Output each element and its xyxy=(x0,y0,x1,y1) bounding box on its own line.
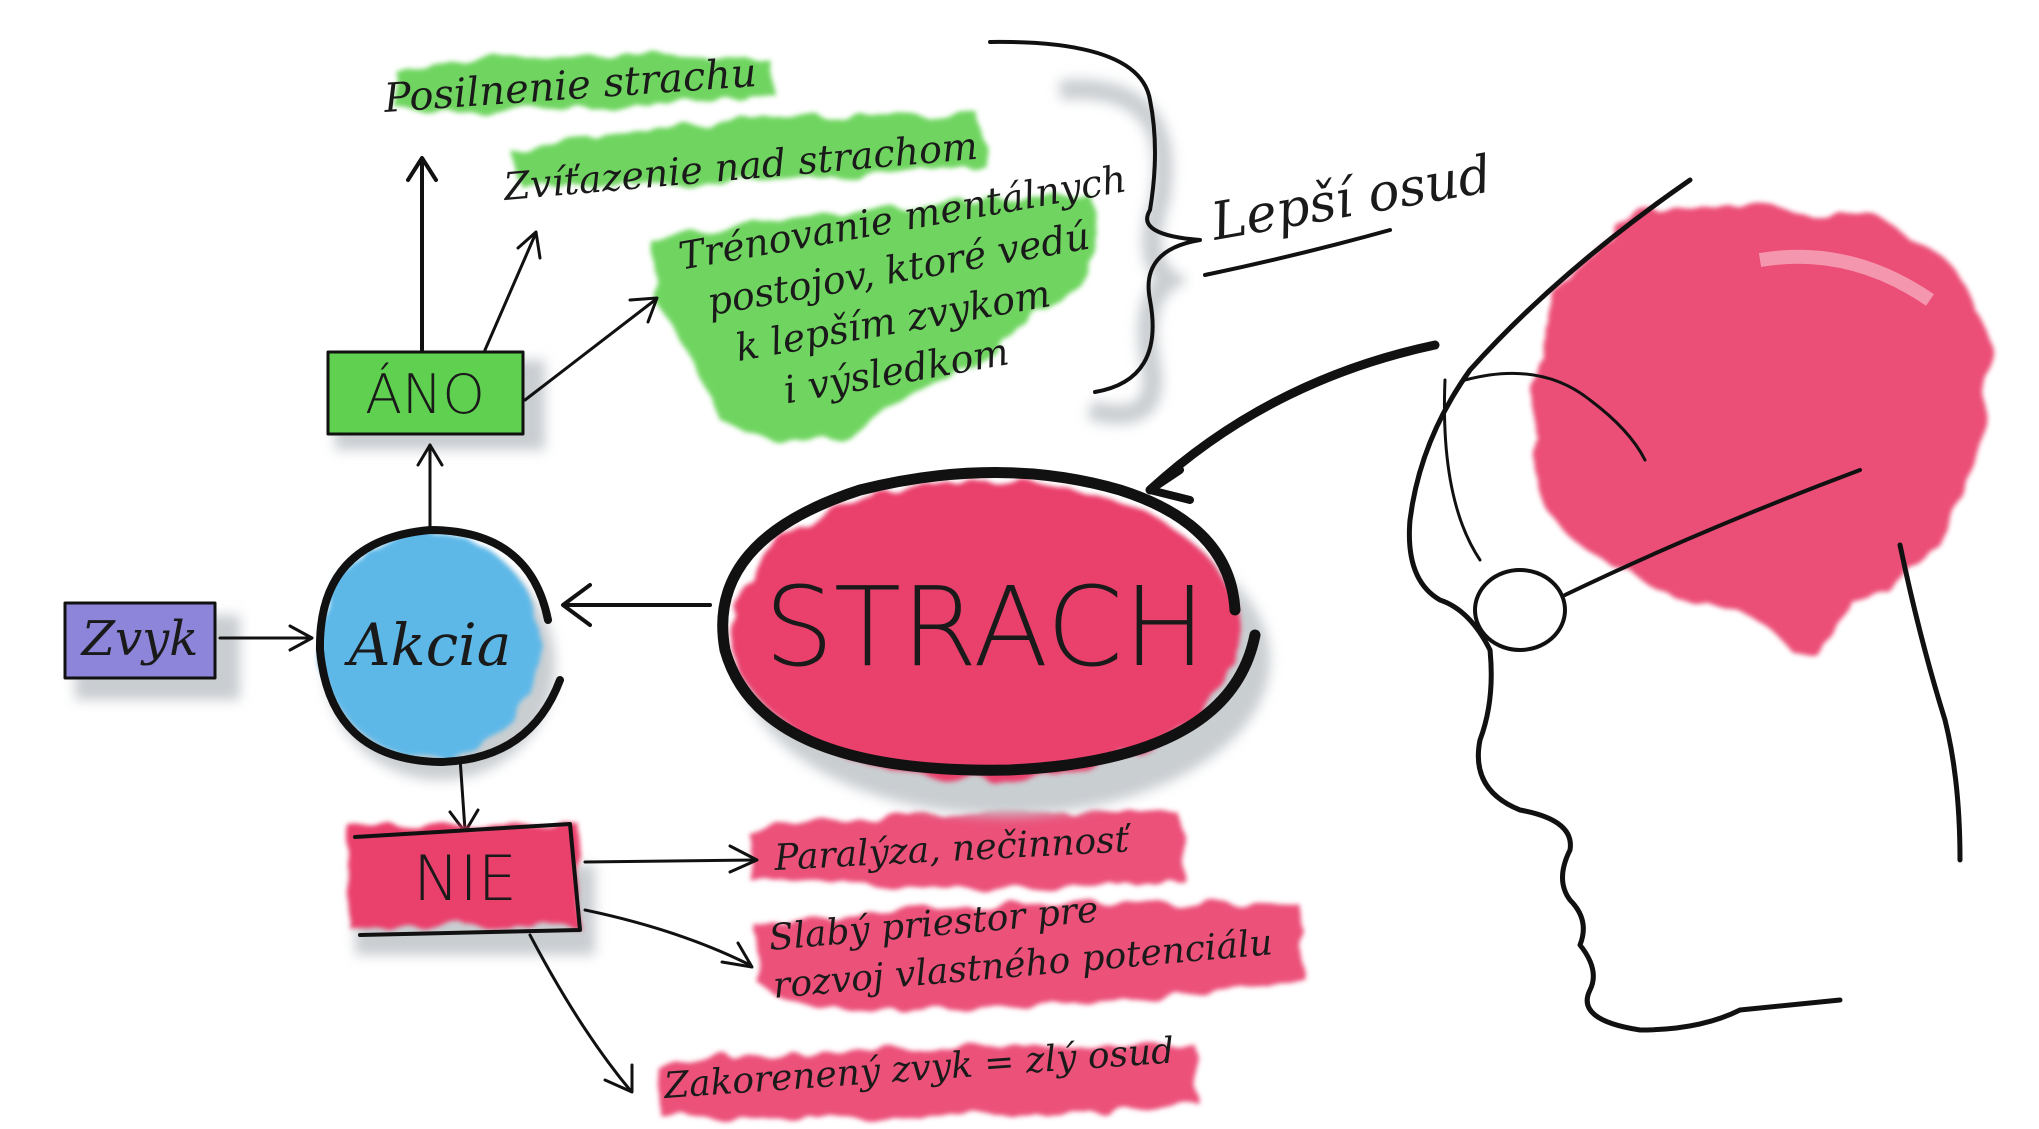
habit-label: Zvyk xyxy=(80,611,199,667)
fear-node: STRACH xyxy=(723,473,1255,781)
no-node: NIE xyxy=(348,824,580,935)
brain-wash xyxy=(1531,204,1993,652)
yes-label: ÁNO xyxy=(365,363,485,426)
yes-node: ÁNO xyxy=(328,352,523,434)
ear-line xyxy=(1444,380,1480,560)
glasses-icon xyxy=(1475,570,1565,650)
better-fate-label: Lepší osud xyxy=(1206,145,1496,253)
arrow-action-to-yes xyxy=(418,445,442,530)
fear-label: STRACH xyxy=(764,563,1206,691)
head-illustration xyxy=(1409,180,1993,1030)
arrow-fear-to-action xyxy=(563,585,710,625)
head-back xyxy=(1900,545,1960,860)
action-label: Akcia xyxy=(344,611,512,679)
habit-node: Zvyk xyxy=(65,603,215,678)
arrow-head-to-fear xyxy=(1150,345,1435,500)
no-label: NIE xyxy=(413,842,517,915)
